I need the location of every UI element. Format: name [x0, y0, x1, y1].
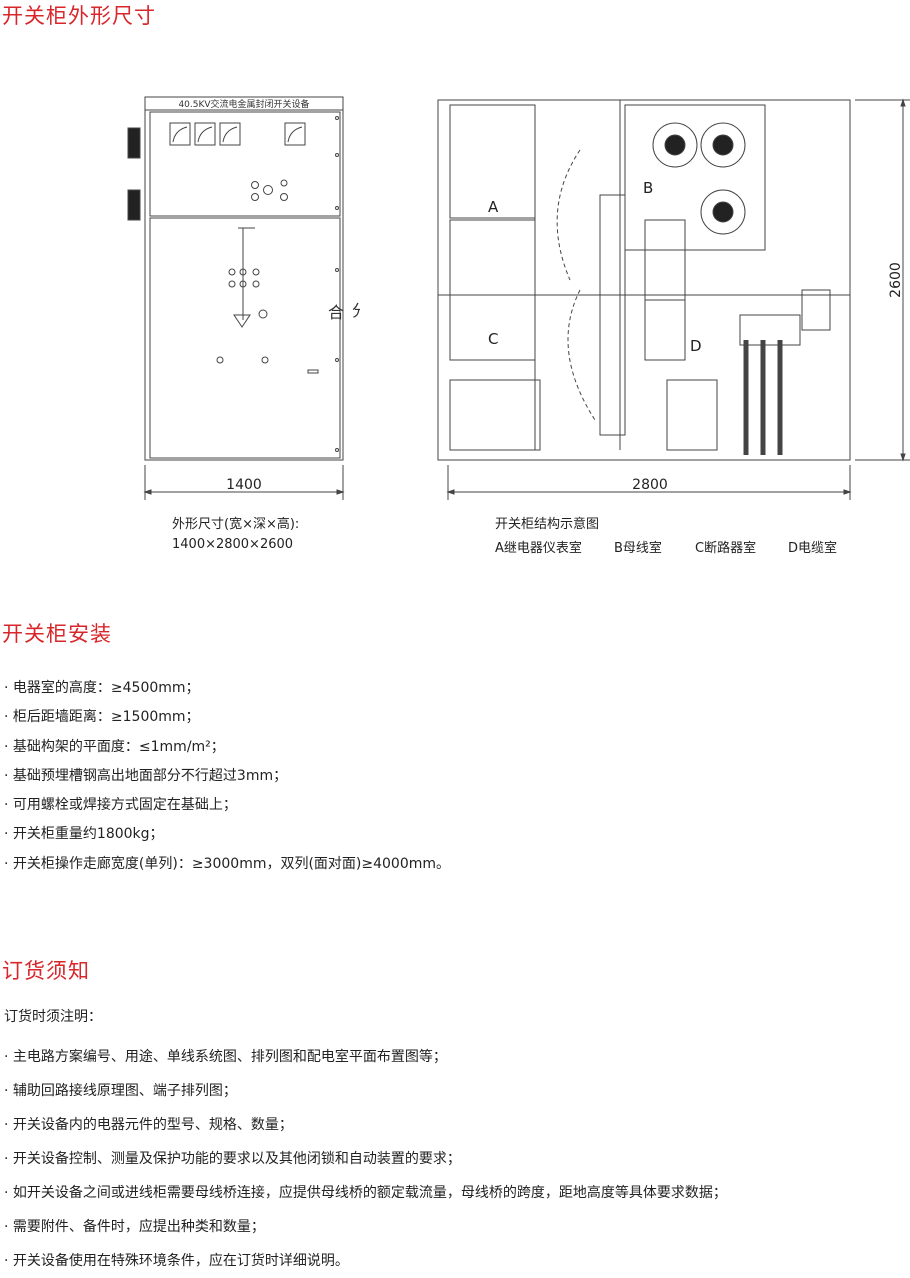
list-item: 开关设备内的电器元件的型号、规格、数量；	[4, 1108, 727, 1142]
list-item: 主电路方案编号、用途、单线系统图、排列图和配电室平面布置图等；	[4, 1040, 727, 1074]
width-dimension: 1400	[226, 477, 262, 493]
cabinet-outline	[144, 96, 344, 461]
list-item: 如开关设备之间或进线柜需要母线桥连接，应提供母线桥的额定载流量，母线桥的跨度，距…	[4, 1176, 727, 1210]
depth-dimension: 2800	[632, 477, 668, 493]
front-view-drawing: 40.5KV交流电金属封闭开关设备 合 分 1400	[127, 96, 360, 500]
side-view-drawing: A B C D 2800 2600	[437, 98, 910, 500]
room-c-caption: C断路器室	[695, 541, 757, 556]
list-item: 可用螺栓或焊接方式固定在基础上；	[4, 791, 450, 820]
list-item: 需要附件、备件时，应提出种类和数量；	[4, 1210, 727, 1244]
list-item: 开关柜重量约1800kg；	[4, 820, 450, 849]
size-caption-title: 外形尺寸(宽×深×高):	[172, 517, 300, 532]
open-label: 分	[352, 301, 360, 320]
order-intro: 订货时须注明：	[4, 1009, 102, 1025]
list-item: 基础构架的平面度：≤1mm/m²；	[4, 733, 450, 762]
structure-caption-title: 开关柜结构示意图	[495, 517, 600, 532]
height-dimension: 2600	[888, 262, 904, 298]
side-outline	[437, 99, 851, 461]
close-label: 合	[328, 303, 344, 322]
room-b-caption: B母线室	[614, 541, 662, 556]
room-d-caption: D电缆室	[788, 541, 838, 556]
list-item: 开关设备使用在特殊环境条件，应在订货时详细说明。	[4, 1244, 727, 1278]
order-list: 主电路方案编号、用途、单线系统图、排列图和配电室平面布置图等； 辅助回路接线原理…	[4, 1040, 727, 1278]
list-item: 开关柜操作走廊宽度(单列)：≥3000mm，双列(面对面)≥4000mm。	[4, 850, 450, 879]
label-a: A	[488, 198, 499, 216]
section-title-dimensions: 开关柜外形尺寸	[2, 4, 156, 28]
size-caption-value: 1400×2800×2600	[172, 537, 294, 552]
list-item: 电器室的高度：≥4500mm；	[4, 674, 450, 703]
label-c: C	[488, 330, 498, 348]
list-item: 基础预埋槽钢高出地面部分不行超过3mm；	[4, 762, 450, 791]
label-b: B	[643, 179, 653, 197]
list-item: 开关设备控制、测量及保护功能的要求以及其他闭锁和自动装置的要求；	[4, 1142, 727, 1176]
install-list: 电器室的高度：≥4500mm； 柜后距墙距离：≥1500mm； 基础构架的平面度…	[4, 674, 450, 879]
nameplate-text: 40.5KV交流电金属封闭开关设备	[178, 98, 309, 110]
list-item: 柜后距墙距离：≥1500mm；	[4, 703, 450, 732]
section-title-order: 订货须知	[2, 959, 90, 983]
room-a-caption: A继电器仪表室	[495, 541, 582, 556]
section-title-install: 开关柜安装	[2, 622, 112, 646]
label-d: D	[690, 337, 702, 355]
list-item: 辅助回路接线原理图、端子排列图；	[4, 1074, 727, 1108]
